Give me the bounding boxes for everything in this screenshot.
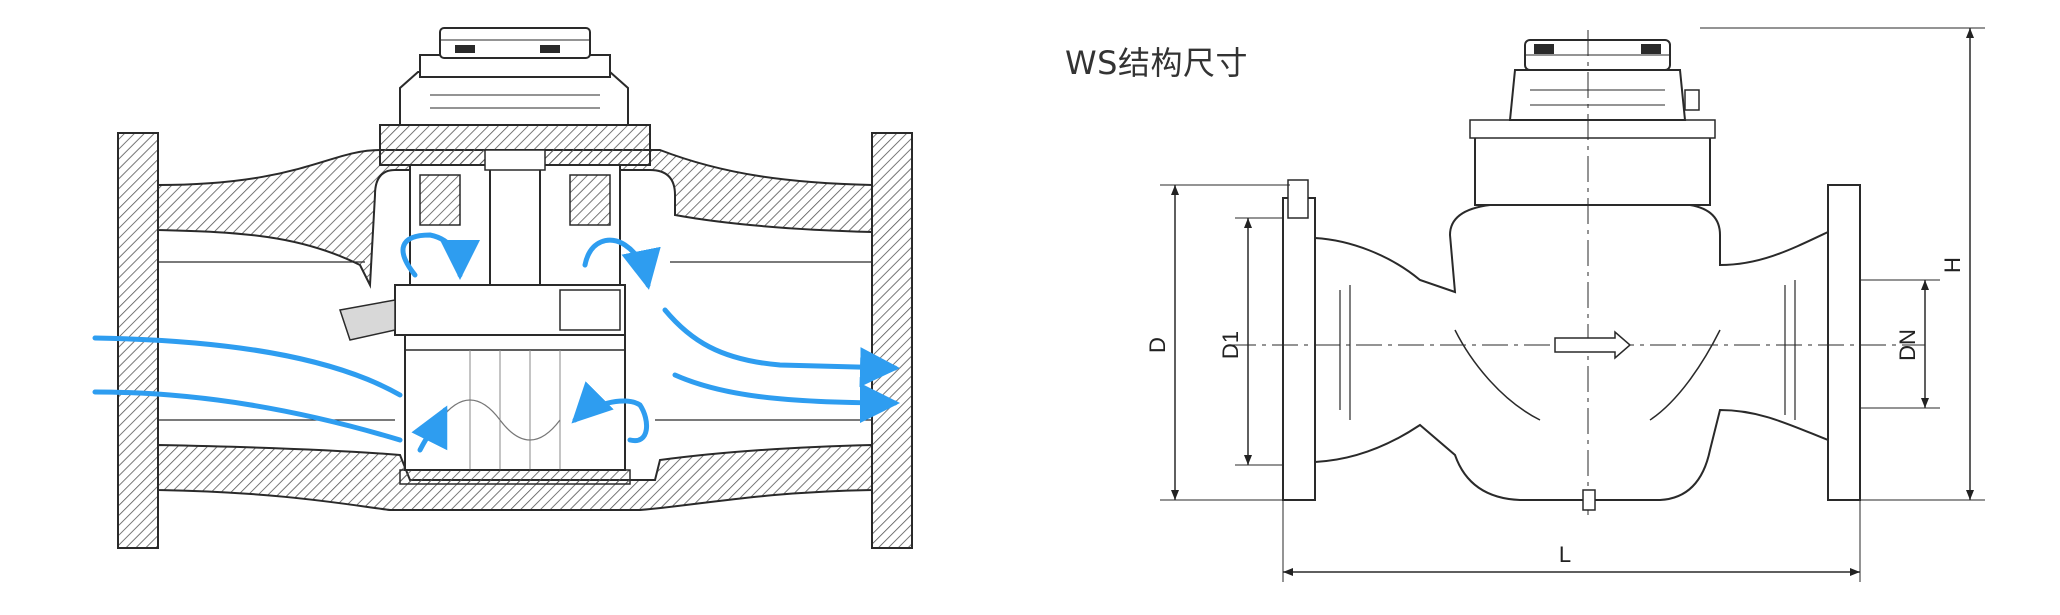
dimension-view (1160, 27, 1985, 582)
flow-arrow-inlet-lower (92, 389, 403, 443)
title-label: WS结构尺寸 (1065, 44, 1248, 82)
upper-body-wall (157, 149, 873, 289)
dim-label-L: L (1559, 542, 1571, 567)
flow-arrow-curl-right (582, 237, 661, 290)
dim-label-D: D (1145, 337, 1170, 353)
cross-section-view (92, 27, 913, 549)
register-head (379, 27, 651, 166)
dim-flow-arrow (1554, 330, 1632, 360)
right-flange (871, 132, 913, 549)
flow-arrow-inlet-upper (92, 335, 403, 398)
flow-arrow-up-left (411, 405, 448, 453)
channel-outline-right (655, 261, 872, 421)
flow-arrow-outlet-upper (662, 307, 900, 388)
dim-label-DN: DN (1895, 329, 1920, 361)
flow-arrow-outlet-lower (672, 372, 900, 423)
lower-body-wall (157, 443, 873, 511)
dim-label-H: H (1940, 257, 1965, 273)
dim-left-flange (1282, 197, 1316, 501)
flow-arrow-curl-left (400, 232, 480, 280)
dim-right-flange (1827, 184, 1861, 501)
flow-arrow-curl-lower-right (571, 381, 650, 444)
dim-register-head (1469, 39, 1716, 206)
dim-label-D1: D1 (1218, 331, 1243, 359)
flow-arrows (92, 232, 900, 453)
